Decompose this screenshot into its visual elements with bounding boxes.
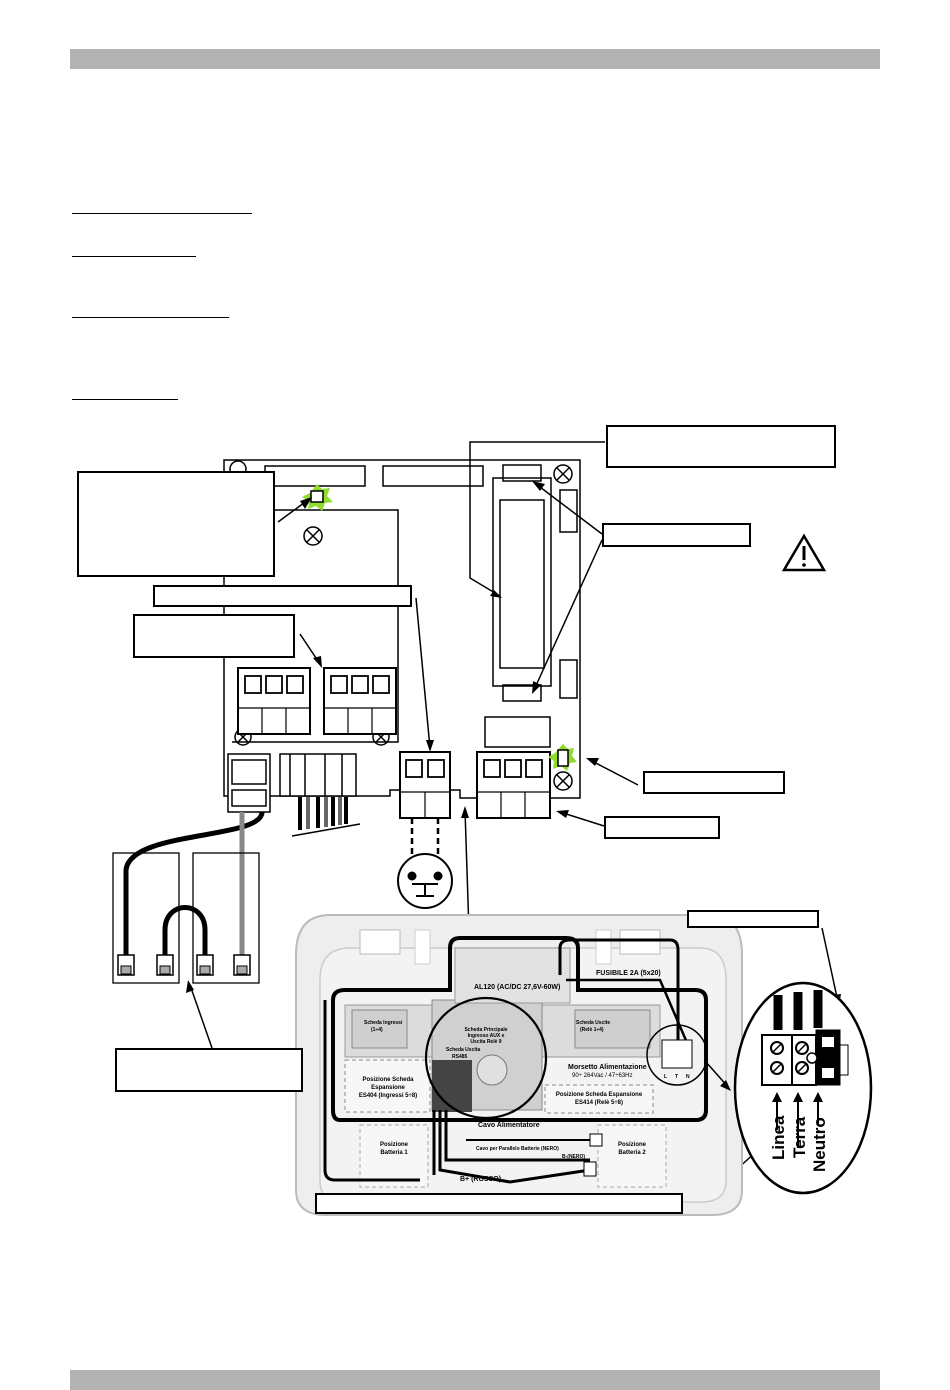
label-neutro: Neutro xyxy=(810,1117,829,1172)
label-n: N xyxy=(686,1074,690,1080)
callout-relay xyxy=(604,816,720,839)
callout-wiring-note xyxy=(315,1193,683,1214)
heading-underline-4 xyxy=(72,399,178,400)
label-posizione-scheda: Posizione Scheda xyxy=(362,1077,414,1083)
label-morsetto-range: 90÷ 264Vac / 47÷63Hz xyxy=(572,1073,633,1079)
label-batteria-1b: Batteria 1 xyxy=(380,1150,408,1156)
label-fusibile: FUSIBILE 2A (5x20) xyxy=(596,970,661,977)
label-cavo-alimentatore: Cavo Alimentatore xyxy=(478,1122,540,1129)
label-scheda-principale-2: Ingresso AUX e xyxy=(468,1033,505,1039)
led-right-glow xyxy=(548,744,577,771)
label-scheda-uscita-rs485-2: RS485 xyxy=(452,1054,468,1060)
label-uscite-range: (Relè 1÷4) xyxy=(580,1027,604,1033)
label-es414: ES414 (Relè 5÷8) xyxy=(575,1100,623,1106)
callout-batteries xyxy=(115,1048,303,1092)
label-scheda-uscita-rs485-1: Scheda Uscita xyxy=(446,1047,480,1053)
callout-terminals xyxy=(133,614,295,658)
label-batteria-1a: Posizione xyxy=(380,1142,409,1148)
header-bar xyxy=(70,49,880,69)
label-batteria-2b: Batteria 2 xyxy=(618,1150,646,1156)
label-b-rosso: B+ (ROSSO) xyxy=(460,1176,501,1183)
label-cavo-parallelo: Cavo per Parallelo Batterie (NERO) xyxy=(476,1146,559,1152)
label-scheda-uscite: Scheda Uscite xyxy=(576,1020,610,1026)
label-t: T xyxy=(675,1074,678,1080)
callout-led-top xyxy=(77,471,275,577)
label-linea: Linea xyxy=(769,1115,788,1160)
callout-fuse xyxy=(602,523,751,547)
terminal-magnifier: Linea Terra Neutro xyxy=(733,981,873,1195)
footer-bar xyxy=(70,1370,880,1390)
enclosure-photo xyxy=(295,914,743,1216)
heading-underline-2 xyxy=(72,256,196,257)
label-terra: Terra xyxy=(790,1116,809,1158)
label-espansione: Espansione xyxy=(371,1085,405,1091)
label-morsetto: Morsetto Alimentazione xyxy=(568,1064,647,1071)
callout-led-right xyxy=(643,771,785,794)
label-ingressi-range: (1÷4) xyxy=(371,1027,383,1033)
label-scheda-principale-1: Scheda Principale xyxy=(464,1027,507,1033)
callout-tamper xyxy=(153,585,412,607)
callout-mains xyxy=(687,910,819,928)
led-top-glow xyxy=(302,484,333,511)
callout-connector xyxy=(606,425,836,468)
heading-underline-1 xyxy=(72,213,252,214)
label-es404: ES404 (Ingressi 5÷8) xyxy=(359,1093,417,1099)
label-l: L xyxy=(664,1074,667,1080)
label-b-nero: B-(NERO) xyxy=(562,1154,585,1160)
label-scheda-ingressi: Scheda Ingressi xyxy=(364,1020,403,1026)
label-batteria-2a: Posizione xyxy=(618,1142,647,1148)
label-al120: AL120 (AC/DC 27,6V-60W) xyxy=(474,984,560,991)
label-scheda-principale-3: Uscita Relè 9 xyxy=(470,1039,501,1045)
label-posizione-scheda-espansione: Posizione Scheda Espansione xyxy=(556,1092,643,1098)
heading-underline-3 xyxy=(72,317,229,318)
